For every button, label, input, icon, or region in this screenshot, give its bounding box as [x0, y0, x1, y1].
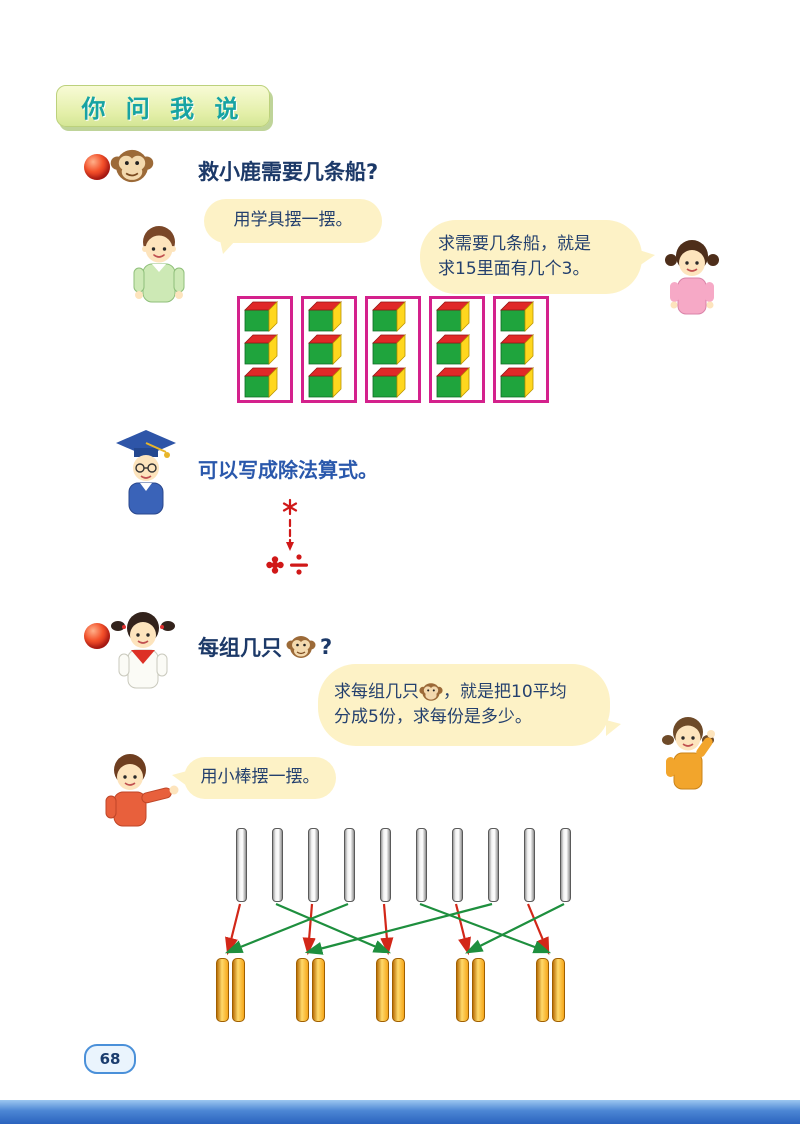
speech-bubble-girl3: 求每组几只 ，就是把10平均 分成5份，求每份是多少。	[318, 664, 621, 746]
bubble-tail	[639, 250, 655, 266]
bubble-tail	[606, 720, 621, 736]
bundle-stick	[391, 958, 405, 1022]
cube-icon	[500, 334, 534, 365]
section-title-text: 你 问 我 说	[81, 94, 245, 123]
sticks-distribution-diagram	[0, 822, 800, 1032]
page-number-text: 68	[99, 1050, 121, 1068]
wizard-statement-text: 可以写成除法算式。	[198, 458, 378, 482]
speech-bubble-boy1-text: 用学具摆一摆。	[233, 210, 353, 231]
question2-text-suffix: ?	[320, 635, 333, 659]
stick-bundle	[295, 958, 325, 1022]
loose-stick	[343, 828, 355, 902]
cube-group	[237, 296, 293, 403]
loose-stick	[559, 828, 571, 902]
bubble-tail	[220, 240, 236, 254]
cube-group	[429, 296, 485, 403]
distribution-arrow	[465, 903, 565, 954]
monkey-icon	[110, 144, 154, 192]
distribution-arrow	[302, 903, 316, 956]
loose-stick	[379, 828, 391, 902]
speech-bubble-girl1-line1: 求需要几条船，就是	[438, 233, 591, 254]
cube-groups	[237, 296, 549, 403]
speech-bubble-girl3-line2: 分成5份，求每份是多少。	[334, 707, 532, 727]
monkey-icon	[419, 683, 443, 702]
monkey-icon	[286, 636, 316, 658]
question2-heading: 每组几只 ?	[198, 632, 332, 662]
boy-character-1	[126, 218, 192, 310]
bundle-stick	[375, 958, 389, 1022]
girl-character-3	[658, 708, 722, 800]
cube-icon	[436, 334, 470, 365]
distribution-arrow	[224, 902, 349, 954]
girl-character-1	[661, 234, 723, 322]
section-title-banner: 你 问 我 说	[56, 85, 270, 127]
stick-bundle	[375, 958, 405, 1022]
stick-bundle	[535, 958, 565, 1022]
division-placeholder-marks	[262, 498, 332, 586]
cube-icon	[500, 301, 534, 332]
loose-stick	[523, 828, 535, 902]
cube-icon	[308, 367, 342, 398]
cube-icon	[244, 334, 278, 365]
question1-heading: 救小鹿需要几条船?	[198, 156, 378, 186]
question1-text: 救小鹿需要几条船?	[198, 160, 379, 184]
stick-bundle	[215, 958, 245, 1022]
speech-bubble-girl3-line1b: ，就是把10平均	[443, 681, 567, 702]
cube-icon	[500, 367, 534, 398]
cube-icon	[244, 367, 278, 398]
speech-bubble-boy2: 用小棒摆一摆。	[172, 757, 336, 799]
loose-stick	[487, 828, 499, 902]
loose-stick	[307, 828, 319, 902]
boy-character-2	[98, 748, 184, 834]
distribution-arrow	[304, 902, 493, 955]
distribution-arrows	[224, 902, 565, 956]
loose-stick	[451, 828, 463, 902]
page-edge-strip	[0, 1100, 800, 1124]
speech-bubble-girl1-line2: 求15里面有几个3。	[438, 259, 590, 279]
bundle-stick	[295, 958, 309, 1022]
question2-text-prefix: 每组几只	[198, 636, 282, 660]
wizard-character	[110, 428, 182, 520]
wizard-statement: 可以写成除法算式。	[198, 454, 378, 483]
page-number: 68	[84, 1044, 136, 1074]
distribution-arrow	[275, 902, 392, 954]
bundle-stick	[471, 958, 485, 1022]
distribution-arrow	[419, 902, 552, 954]
bullet-ball-icon	[84, 623, 110, 649]
speech-bubble-boy1: 用学具摆一摆。	[204, 199, 382, 254]
cube-icon	[372, 334, 406, 365]
stick-bundle	[455, 958, 485, 1022]
cube-group	[365, 296, 421, 403]
cube-icon	[436, 301, 470, 332]
cube-group	[493, 296, 549, 403]
distribution-arrow	[225, 903, 242, 956]
cube-icon	[308, 334, 342, 365]
bullet-ball-icon	[84, 154, 110, 180]
bundle-stick	[215, 958, 229, 1022]
speech-bubble-boy2-text: 用小棒摆一摆。	[200, 767, 320, 788]
bundle-stick	[311, 958, 325, 1022]
bubble-tail	[172, 771, 187, 786]
cube-icon	[436, 367, 470, 398]
bundle-stick	[231, 958, 245, 1022]
bundle-stick	[551, 958, 565, 1022]
cube-group	[301, 296, 357, 403]
loose-stick	[415, 828, 427, 902]
speech-bubble-girl1: 求需要几条船，就是 求15里面有几个3。	[420, 220, 655, 294]
loose-stick	[235, 828, 247, 902]
cube-icon	[308, 301, 342, 332]
distribution-arrow	[380, 903, 394, 956]
cube-icon	[372, 301, 406, 332]
cube-icon	[372, 367, 406, 398]
speech-bubble-girl3-line1a: 求每组几只	[334, 681, 419, 702]
bundle-stick	[455, 958, 469, 1022]
bundle-stick	[535, 958, 549, 1022]
girl-character-2	[106, 604, 180, 696]
loose-stick	[271, 828, 283, 902]
cube-icon	[244, 301, 278, 332]
